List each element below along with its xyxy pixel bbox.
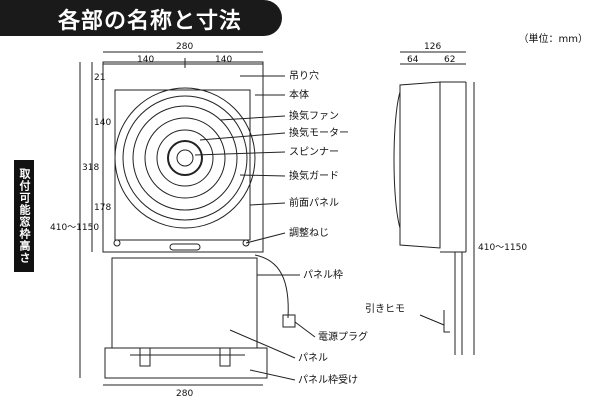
- adjust-screw-left[interactable]: [113, 239, 121, 247]
- leader-fan: [219, 115, 286, 121]
- spinner-center: [176, 149, 194, 167]
- label-hanging-hole: 吊り穴: [289, 69, 319, 82]
- leader-pull-cord: [419, 314, 445, 326]
- dim-side-62: 62: [444, 55, 455, 65]
- label-spinner: スピンナー: [289, 146, 339, 158]
- label-pull-cord: 引きヒモ: [365, 303, 405, 315]
- side-body-outline: [399, 81, 441, 249]
- dim-left-range: 410～1150: [50, 223, 99, 233]
- dim-top-left: 140: [137, 55, 154, 65]
- holder-foot-right: [219, 347, 231, 367]
- title-bar: 各部の名称と寸法: [0, 0, 282, 36]
- page-title: 各部の名称と寸法: [58, 9, 243, 34]
- fan-guard-ring: [156, 129, 214, 187]
- dim-left-178: 178: [94, 203, 111, 213]
- front-panel-outline: [114, 89, 251, 241]
- fan-guard-ring: [132, 105, 238, 211]
- leader-power-plug: [294, 321, 316, 338]
- panel-frame-holder-outline: [104, 347, 268, 379]
- leader-adjust-screw: [245, 232, 286, 244]
- label-panel-frame-holder: パネル枠受け: [298, 373, 358, 386]
- panel-frame-outline: [111, 257, 258, 349]
- leader-motor: [199, 132, 286, 141]
- adjust-screw-right[interactable]: [242, 239, 250, 247]
- holder-foot-left: [139, 347, 151, 367]
- dim-bottom-total: 280: [176, 389, 193, 399]
- power-cord: [254, 254, 289, 319]
- label-adjust-screw: 調整ねじ: [289, 226, 329, 239]
- label-panel-frame: パネル枠: [303, 268, 343, 281]
- label-body: 本体: [289, 88, 309, 101]
- label-front-panel: 前面パネル: [289, 196, 339, 209]
- dim-side-total: 126: [424, 42, 441, 52]
- leader-guard: [239, 174, 286, 177]
- power-plug-shape: [282, 314, 296, 328]
- dim-left-21: 21: [94, 73, 105, 83]
- label-motor: 換気モーター: [289, 126, 349, 139]
- label-panel: パネル: [298, 352, 328, 364]
- dim-top-right: 140: [215, 55, 232, 65]
- unit-note: （単位：mm）: [518, 34, 588, 45]
- dim-side-range: 410～1150: [478, 243, 527, 253]
- side-front-curve: [393, 91, 401, 229]
- dim-top-total: 280: [176, 42, 193, 52]
- dim-side-64: 64: [407, 55, 419, 65]
- leader-panel: [229, 329, 296, 359]
- leader-spinner: [194, 151, 286, 156]
- handle-slot: [169, 243, 201, 251]
- label-guard: 換気ガード: [289, 169, 339, 182]
- dim-left-140: 140: [94, 118, 111, 128]
- fan-guard-ring: [122, 95, 248, 221]
- dim-left-318: 318: [82, 163, 99, 173]
- label-fan: 換気ファン: [289, 109, 339, 122]
- leader-front-panel: [249, 202, 286, 206]
- label-power-plug: 電源プラグ: [318, 330, 368, 343]
- leader-panel-frame-holder: [249, 369, 296, 381]
- window-frame-height-label: 取付可能窓枠高さ: [14, 160, 34, 272]
- fan-guard-ring: [144, 117, 226, 199]
- front-body-outline: [102, 61, 264, 253]
- spinner: [167, 140, 203, 176]
- fan-guard-outer: [114, 87, 256, 229]
- pull-cord-shape: [443, 310, 450, 333]
